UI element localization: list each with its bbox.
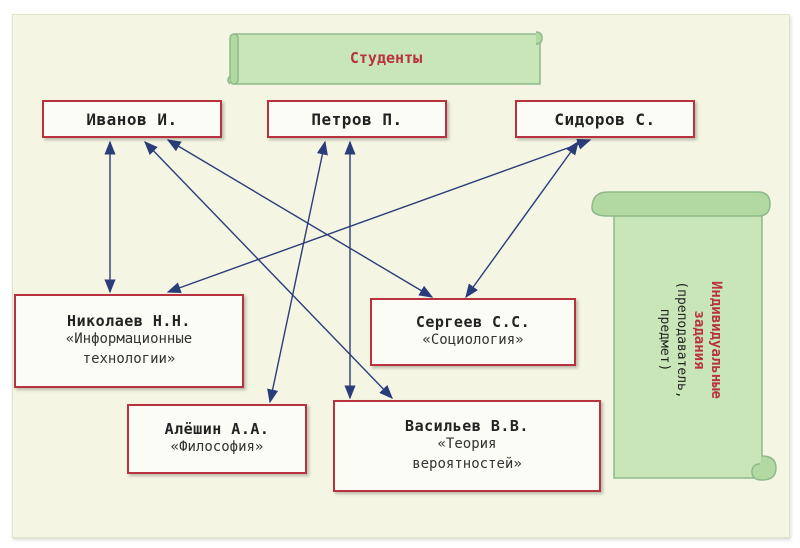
teacher-subject-cont: вероятностей» [412, 456, 522, 472]
students-banner [227, 31, 543, 85]
teacher-subject-cont: технологии» [82, 351, 176, 367]
connection-arrow-3 [267, 140, 328, 404]
teacher-box-aleshin: Алёшин А.А. «Философия» [127, 404, 307, 474]
student-box-ivanov: Иванов И. [42, 100, 222, 138]
teacher-box-vasiliev: Васильев В.В. «Теория вероятностей» [333, 400, 601, 492]
connection-arrow-6 [465, 140, 579, 299]
teacher-name: Алёшин А.А. [164, 420, 270, 439]
banner-title: Студенты [349, 49, 423, 67]
student-name: Иванов И. [86, 109, 178, 129]
teacher-subject: «Информационные [65, 331, 193, 348]
teacher-name: Васильев В.В. [405, 417, 529, 436]
teacher-subject: «Философия» [170, 439, 264, 456]
teacher-subject: «Социология» [422, 332, 524, 349]
student-box-petrov: Петров П. [267, 100, 447, 138]
student-box-sidorov: Сидоров С. [515, 100, 695, 138]
student-name: Сидоров С. [554, 109, 656, 129]
teacher-subject: «Теория [437, 436, 497, 453]
student-name: Петров П. [311, 109, 403, 129]
connection-arrow-1 [166, 139, 434, 298]
connection-arrow-5 [166, 139, 592, 293]
teacher-name: Сергеев С.С. [415, 313, 531, 332]
tasks-scroll [591, 191, 777, 481]
teacher-box-sergeev: Сергеев С.С. «Социология» [370, 298, 576, 366]
teacher-name: Николаев Н.Н. [67, 312, 191, 331]
teacher-box-nikolaev: Николаев Н.Н. «Информационные технологии… [14, 294, 244, 388]
